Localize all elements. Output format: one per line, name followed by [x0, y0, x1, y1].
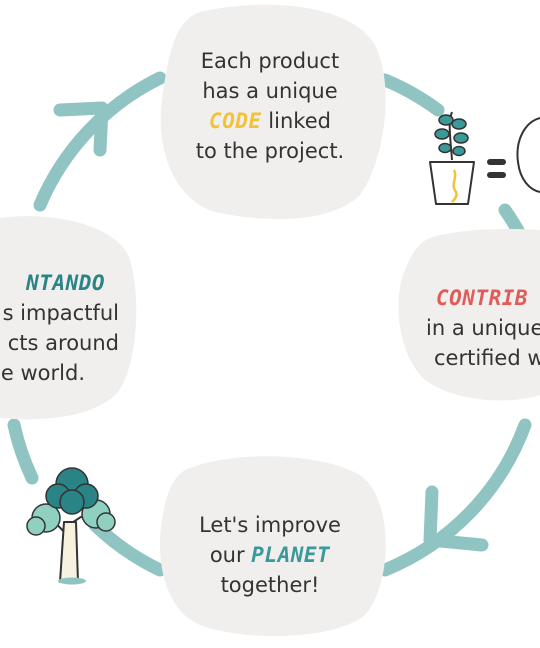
bottom-bubble-text: Let's improve our PLANET together! — [180, 510, 360, 600]
cycle-ring — [7, 71, 535, 577]
ring-arrowheads — [53, 101, 489, 552]
equals-sign-icon — [487, 159, 506, 178]
brand-headline: NTANDO — [26, 271, 105, 295]
left-bubble-shape — [0, 216, 137, 420]
potted-plant-icon — [429, 111, 475, 205]
left-bubble-line3: cts around — [7, 331, 119, 355]
code-highlight: CODE — [209, 109, 262, 133]
top-bubble-text: Each product has a unique CODE linked to… — [180, 46, 360, 166]
right-bubble-text: CONTRIB in a unique certified w — [426, 283, 540, 373]
left-bubble-line4: e world. — [0, 361, 85, 385]
bottom-bubble-line1: Let's improve — [199, 513, 341, 537]
top-bubble-shape — [160, 4, 386, 219]
planet-highlight: PLANET — [251, 543, 331, 567]
ring-arc-left — [7, 418, 39, 485]
ring-arc-bottom-right — [378, 418, 532, 577]
left-bubble-line2: s impactful — [2, 301, 119, 325]
top-bubble-line2: has a unique — [202, 79, 338, 103]
bubbles — [0, 4, 540, 637]
right-circle-outline — [516, 117, 540, 193]
contribute-headline: CONTRIB — [436, 286, 529, 310]
right-bubble-shape — [398, 229, 540, 401]
ring-arc-top-left — [33, 71, 167, 212]
arrowhead-top-left — [53, 101, 109, 157]
bottom-bubble-line2-start: our — [209, 543, 252, 567]
bottom-bubble-line2: our PLANET — [180, 540, 360, 570]
ring-arc-top-right — [378, 73, 445, 117]
top-bubble-line3: CODE linked — [180, 106, 360, 136]
ring-arc-bottom-left — [88, 518, 167, 577]
bottom-bubble-line3: together! — [220, 573, 320, 597]
right-bubble-line2: in a unique — [426, 316, 540, 340]
top-bubble-line1: Each product — [200, 49, 340, 73]
top-bubble-line3-rest: linked — [261, 109, 331, 133]
bottom-bubble-shape — [159, 456, 386, 637]
left-bubble-text: NTANDO s impactful cts around e world. — [0, 268, 125, 388]
tree-icon — [26, 467, 116, 585]
top-bubble-line4: to the project. — [195, 139, 345, 163]
arrowhead-bottom-right — [423, 485, 489, 552]
right-bubble-line3: certified w — [434, 346, 540, 370]
